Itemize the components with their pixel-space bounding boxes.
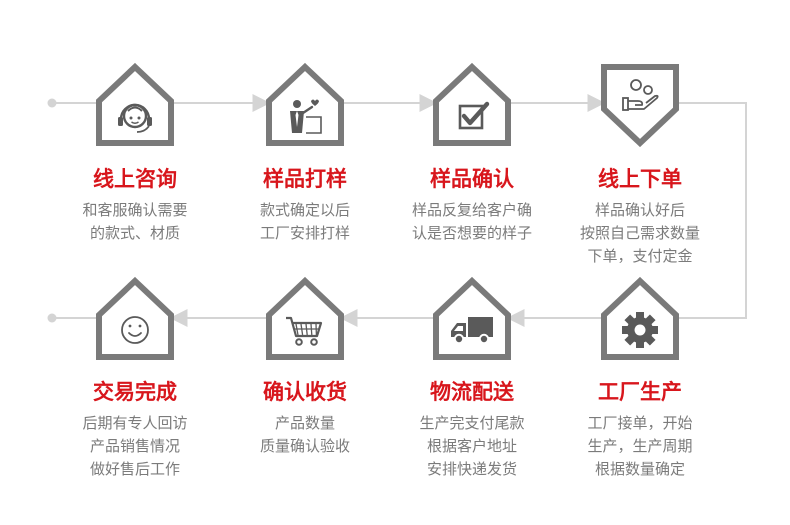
step-description-line: 样品反复给客户确 (411, 201, 532, 219)
step-logistics: 物流配送生产完支付尾款根据客户地址安排快递发货 (382, 379, 562, 481)
step-description-line: 生产完支付尾款 (419, 414, 525, 432)
step-title: 线上下单 (598, 167, 682, 191)
step-title: 确认收货 (263, 380, 347, 404)
flow-turn-line (676, 102, 747, 319)
house-outline (96, 276, 174, 360)
step-description: 和客服确认需要的款式、材质 (45, 199, 225, 245)
step-sample-making-house (266, 62, 344, 146)
step-title: 样品打样 (263, 167, 347, 191)
flow-end-dot (47, 313, 57, 323)
step-sample-confirm-house (433, 62, 511, 146)
step-description-line: 后期有专人回访 (82, 414, 188, 432)
step-description-line: 下单，支付定金 (587, 247, 693, 265)
gear-icon (622, 312, 658, 348)
step-description: 后期有专人回访产品销售情况做好售后工作 (45, 412, 225, 481)
step-online-order: 线上下单样品确认好后按照自己需求数量下单，支付定金 (550, 166, 730, 268)
step-description: 款式确定以后工厂安排打样 (215, 199, 395, 245)
step-description: 样品反复给客户确认是否想要的样子 (382, 199, 562, 245)
step-receipt-confirm-house (266, 276, 344, 360)
truck-icon (451, 317, 493, 345)
step-logistics-house (433, 276, 511, 360)
flow-start-dot (47, 98, 57, 108)
house-outline (266, 276, 344, 360)
step-description-line: 根据数量确定 (594, 460, 685, 478)
checkbox-icon (458, 101, 490, 130)
step-description-line: 产品数量 (274, 414, 335, 432)
step-description-line: 认是否想要的样子 (411, 224, 532, 242)
step-receipt-confirm: 确认收货产品数量质量确认验收 (215, 379, 395, 458)
step-description-line: 按照自己需求数量 (579, 224, 700, 242)
step-description: 生产完支付尾款根据客户地址安排快递发货 (382, 412, 562, 481)
step-factory-production-house (601, 276, 679, 360)
house-outline (266, 62, 344, 146)
smiley-icon (121, 316, 149, 344)
headset-agent-icon (118, 103, 152, 133)
step-sample-confirm: 样品确认样品反复给客户确认是否想要的样子 (382, 166, 562, 245)
step-online-consult-house (96, 62, 174, 146)
shopping-cart-icon (286, 316, 323, 346)
step-title: 线上咨询 (93, 167, 177, 191)
step-description-line: 的款式、材质 (89, 224, 180, 242)
step-description-line: 样品确认好后 (594, 201, 685, 219)
hand-coins-icon (622, 79, 659, 111)
step-title: 物流配送 (430, 380, 514, 404)
step-description-line: 和客服确认需要 (82, 201, 188, 219)
step-description: 工厂接单，开始生产，生产周期根据数量确定 (550, 412, 730, 481)
connector-layer (47, 94, 747, 327)
step-deal-done: 交易完成后期有专人回访产品销售情况做好售后工作 (45, 379, 225, 481)
step-description-line: 做好售后工作 (89, 460, 180, 478)
step-deal-done-house (96, 276, 174, 360)
step-sample-making: 样品打样款式确定以后工厂安排打样 (215, 166, 395, 245)
step-title: 交易完成 (93, 380, 177, 404)
step-description-line: 工厂接单，开始 (587, 414, 693, 432)
step-description-line: 产品销售情况 (89, 437, 180, 455)
step-description-line: 质量确认验收 (259, 437, 350, 455)
step-title: 样品确认 (430, 167, 514, 191)
step-description-line: 生产，生产周期 (587, 437, 693, 455)
step-description: 产品数量质量确认验收 (215, 412, 395, 458)
step-description: 样品确认好后按照自己需求数量下单，支付定金 (550, 199, 730, 268)
step-online-order-house (601, 64, 679, 148)
step-online-consult: 线上咨询和客服确认需要的款式、材质 (45, 166, 225, 245)
step-description-line: 安排快递发货 (426, 460, 517, 478)
presenter-icon (290, 99, 322, 134)
step-icon-layer (96, 62, 679, 360)
step-description-line: 根据客户地址 (426, 437, 517, 455)
step-description-line: 工厂安排打样 (259, 224, 350, 242)
step-description-line: 款式确定以后 (259, 201, 350, 219)
step-title: 工厂生产 (598, 380, 682, 404)
step-factory-production: 工厂生产工厂接单，开始生产，生产周期根据数量确定 (550, 379, 730, 481)
